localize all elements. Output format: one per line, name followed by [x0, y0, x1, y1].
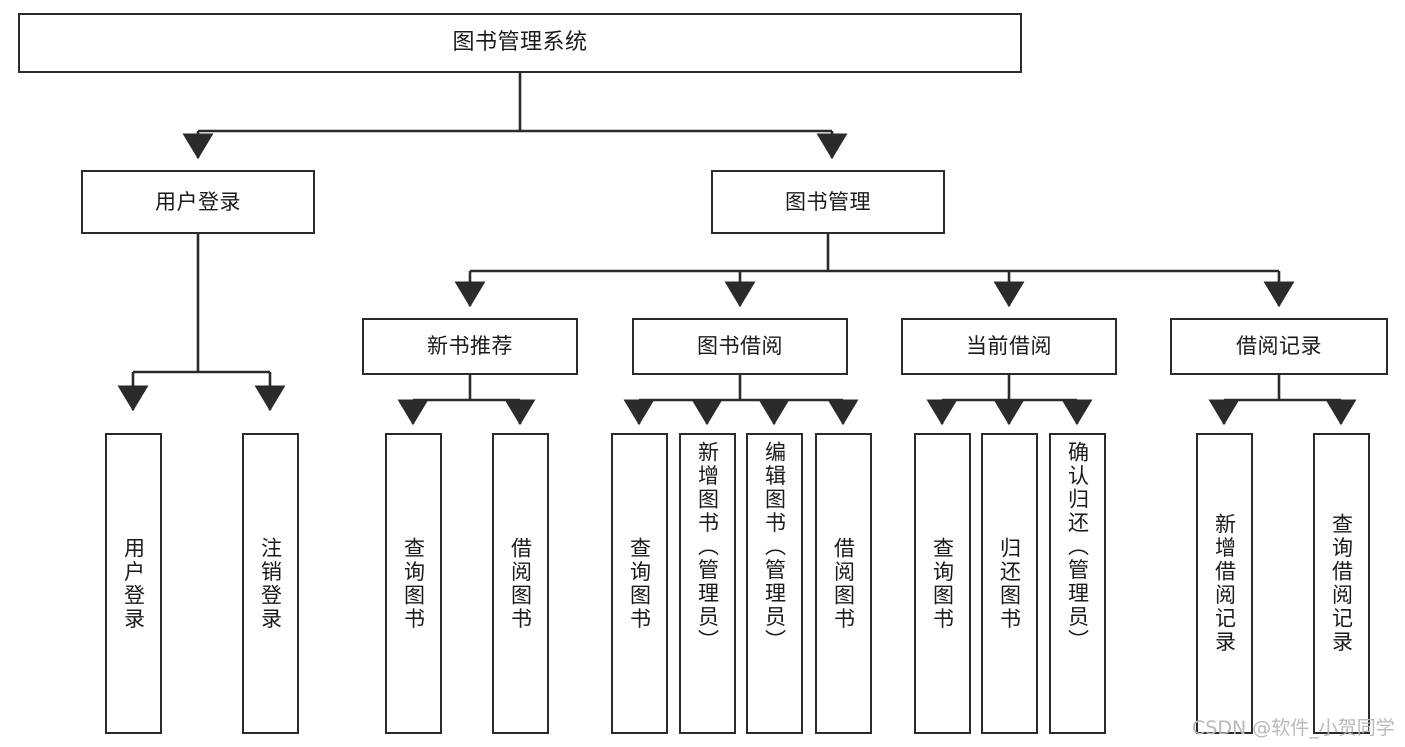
node-label: 图书管理系统: [452, 30, 588, 56]
node-label: 用户登录: [121, 536, 146, 631]
node-label: 借阅图书: [508, 536, 533, 631]
node-label: 查询借阅记录: [1329, 513, 1354, 654]
node-label: 编辑图书（管理员）: [762, 441, 787, 653]
node-leaf-query-book-2[interactable]: 查询图书: [611, 433, 668, 734]
node-label: 用户登录: [155, 189, 241, 214]
node-label: 新增借阅记录: [1212, 513, 1237, 654]
node-label: 新书推荐: [427, 334, 513, 359]
node-user-login[interactable]: 用户登录: [81, 170, 315, 234]
node-leaf-return-book[interactable]: 归还图书: [981, 433, 1038, 734]
node-leaf-borrow-book-1[interactable]: 借阅图书: [492, 433, 549, 734]
node-leaf-query-record[interactable]: 查询借阅记录: [1313, 433, 1370, 734]
node-label: 查询图书: [627, 536, 652, 631]
node-label: 归还图书: [997, 536, 1022, 631]
node-leaf-confirm-return[interactable]: 确认归还（管理员）: [1049, 433, 1106, 734]
node-leaf-query-book-1[interactable]: 查询图书: [385, 433, 442, 734]
node-book-borrow[interactable]: 图书借阅: [632, 318, 848, 375]
node-new-book-recommend[interactable]: 新书推荐: [362, 318, 578, 375]
node-label: 借阅记录: [1236, 334, 1322, 359]
watermark-text: CSDN @软件_小贺同学: [1192, 717, 1395, 739]
node-label: 新增图书（管理员）: [695, 441, 720, 653]
node-leaf-add-record[interactable]: 新增借阅记录: [1196, 433, 1253, 734]
node-book-manage[interactable]: 图书管理: [711, 170, 945, 234]
node-label: 图书借阅: [697, 334, 783, 359]
node-borrow-record[interactable]: 借阅记录: [1170, 318, 1388, 375]
node-leaf-edit-book[interactable]: 编辑图书（管理员）: [746, 433, 803, 734]
node-root-system[interactable]: 图书管理系统: [18, 13, 1022, 73]
node-label: 当前借阅: [966, 334, 1052, 359]
node-current-borrow[interactable]: 当前借阅: [901, 318, 1117, 375]
node-leaf-user-login[interactable]: 用户登录: [105, 433, 162, 734]
node-leaf-query-book-3[interactable]: 查询图书: [914, 433, 971, 734]
node-leaf-logout-login[interactable]: 注销登录: [242, 433, 299, 734]
node-label: 查询图书: [930, 536, 955, 631]
node-label: 查询图书: [401, 536, 426, 631]
node-label: 注销登录: [258, 536, 283, 631]
node-label: 图书管理: [785, 189, 871, 214]
node-leaf-add-book[interactable]: 新增图书（管理员）: [679, 433, 736, 734]
node-label: 确认归还（管理员）: [1065, 441, 1090, 653]
node-label: 借阅图书: [831, 536, 856, 631]
node-leaf-borrow-book-2[interactable]: 借阅图书: [815, 433, 872, 734]
